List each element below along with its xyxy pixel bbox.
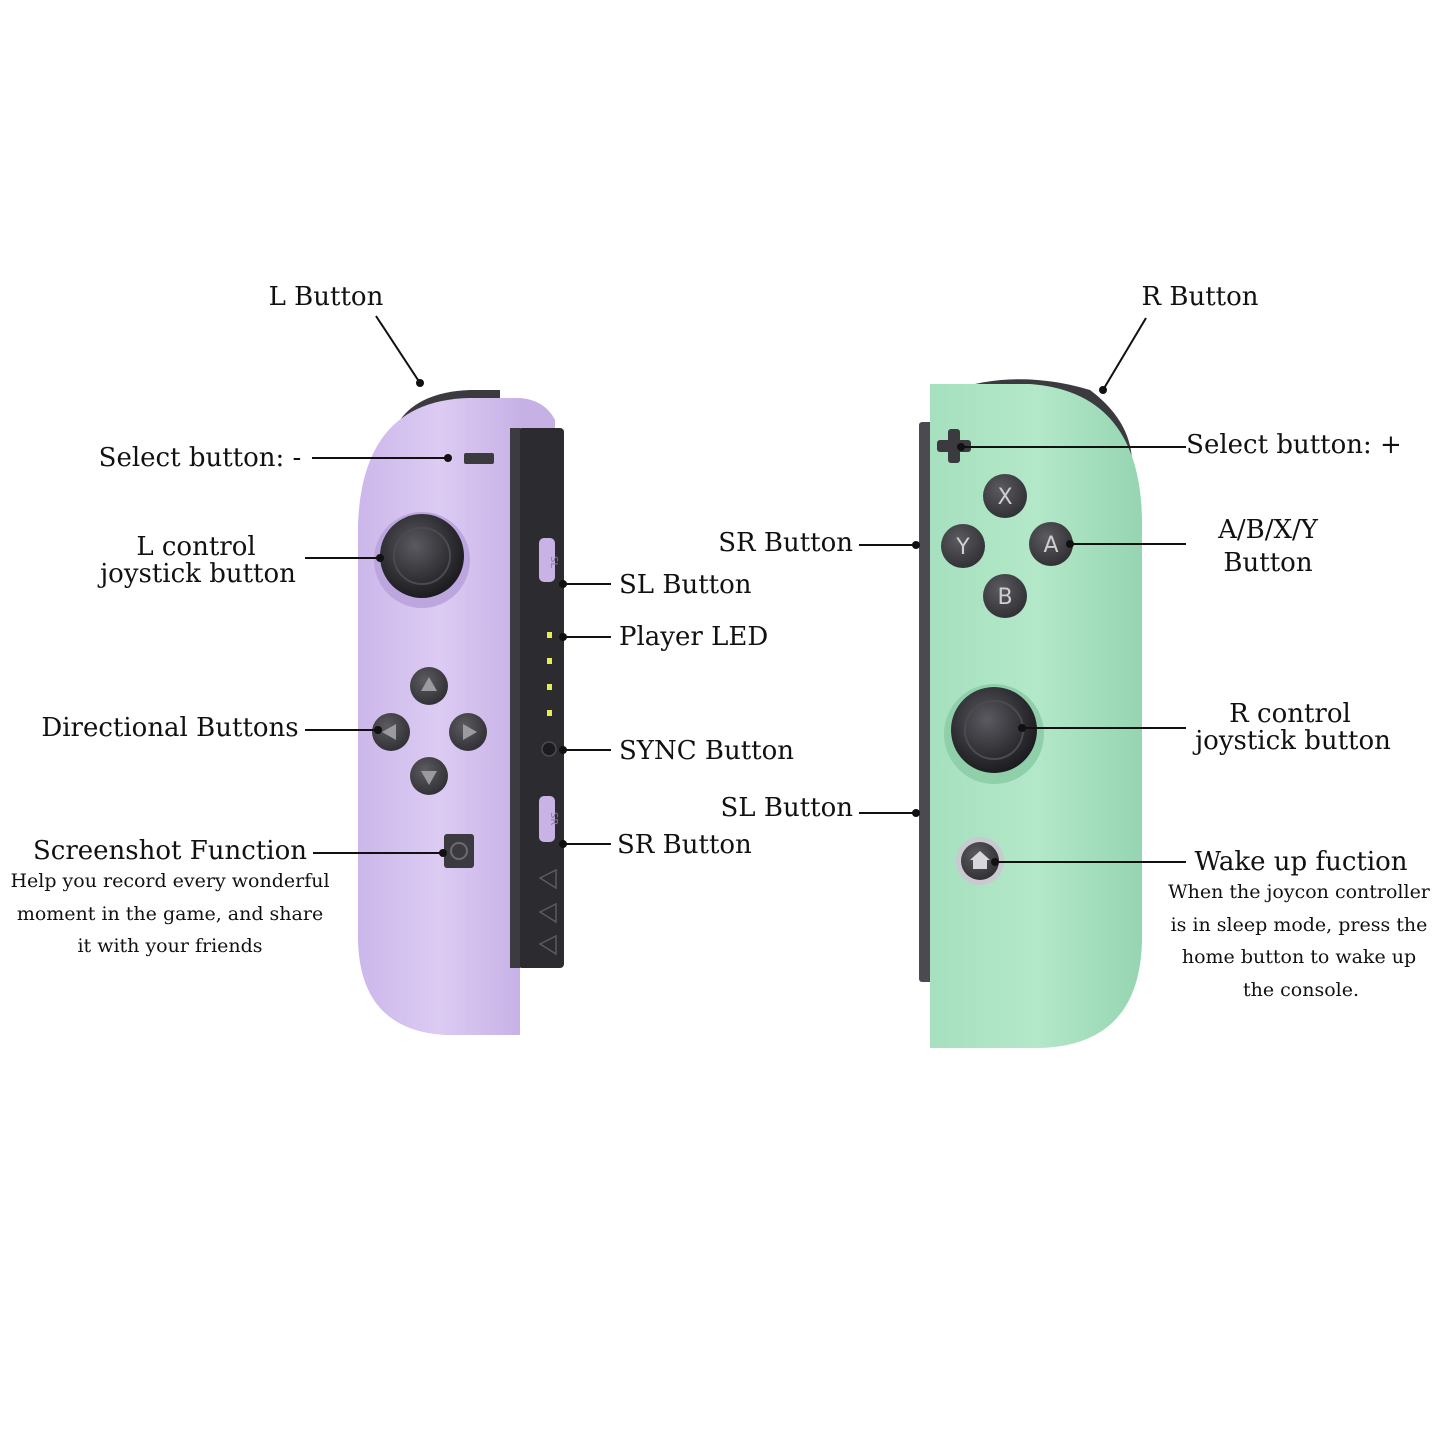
right-rail bbox=[919, 422, 933, 982]
wake-desc-line2: is in sleep mode, press the bbox=[1171, 914, 1428, 936]
left-rail-sr-text: SR bbox=[548, 812, 559, 825]
leader-lines bbox=[305, 315, 1186, 866]
y-button[interactable] bbox=[941, 524, 985, 568]
left-rail-sr-button[interactable] bbox=[539, 796, 555, 842]
x-button[interactable] bbox=[983, 474, 1027, 518]
b-button-label: B bbox=[997, 585, 1012, 610]
abxy-label-line1: A/B/X/Y bbox=[1217, 515, 1319, 545]
l-stick-label-line1: L control bbox=[136, 532, 255, 562]
minus-button[interactable] bbox=[464, 453, 494, 464]
l-button-label: L Button bbox=[269, 282, 384, 312]
r-stick-label-line2: joystick button bbox=[1192, 726, 1391, 756]
directional-label: Directional Buttons bbox=[41, 713, 298, 743]
player-led-indicators bbox=[547, 632, 552, 716]
left-joycon: SL SR bbox=[358, 390, 564, 1035]
right-sl-label: SL Button bbox=[721, 793, 854, 823]
up-arrow-icon bbox=[421, 677, 437, 691]
wake-desc-line4: the console. bbox=[1243, 979, 1359, 1001]
face-buttons: X Y A B bbox=[941, 474, 1073, 618]
screenshot-desc-line1: Help you record every wonderful bbox=[10, 870, 329, 892]
l-stick-label-line2: joystick button bbox=[97, 559, 296, 589]
wake-desc-line3: home button to wake up bbox=[1182, 946, 1416, 968]
rail-lock-grooves bbox=[538, 868, 557, 956]
right-shoulder-r-button[interactable] bbox=[975, 379, 1132, 470]
player-led-label: Player LED bbox=[619, 622, 768, 652]
wake-desc-line1: When the joycon controller bbox=[1168, 881, 1431, 903]
screenshot-desc-line2: moment in the game, and share bbox=[17, 903, 323, 925]
dpad bbox=[372, 667, 487, 795]
select-plus-label: Select button: + bbox=[1186, 430, 1402, 460]
down-arrow-icon bbox=[421, 771, 437, 785]
right-joycon: X Y A B bbox=[919, 379, 1142, 1048]
left-rail-sl-button[interactable] bbox=[539, 538, 555, 582]
left-joystick[interactable] bbox=[380, 514, 464, 598]
x-button-label: X bbox=[997, 485, 1012, 510]
sync-button[interactable] bbox=[541, 741, 557, 757]
right-arrow-icon bbox=[463, 724, 477, 740]
left-rail bbox=[518, 428, 564, 968]
right-labels: R Button Select button: + A/B/X/Y Button… bbox=[718, 282, 1431, 1001]
y-button-label: Y bbox=[955, 535, 970, 560]
right-sr-label: SR Button bbox=[718, 528, 853, 558]
sync-label: SYNC Button bbox=[619, 736, 794, 766]
abxy-label-line2: Button bbox=[1223, 548, 1312, 578]
screenshot-button[interactable] bbox=[444, 834, 474, 868]
screenshot-desc-line3: it with your friends bbox=[77, 935, 262, 957]
left-rail-sl-text: SL bbox=[548, 556, 559, 568]
left-arrow-icon bbox=[382, 724, 396, 740]
r-button-label: R Button bbox=[1142, 282, 1259, 312]
home-icon bbox=[970, 851, 990, 869]
left-sr-label: SR Button bbox=[617, 830, 752, 860]
left-sl-label: SL Button bbox=[619, 570, 752, 600]
b-button[interactable] bbox=[983, 574, 1027, 618]
screenshot-title: Screenshot Function bbox=[33, 836, 307, 866]
left-labels: L Button Select button: - L control joys… bbox=[10, 282, 794, 957]
right-joystick[interactable] bbox=[951, 687, 1037, 773]
a-button-label: A bbox=[1043, 533, 1058, 558]
select-minus-label: Select button: - bbox=[99, 443, 302, 473]
screenshot-icon bbox=[450, 842, 468, 860]
a-button[interactable] bbox=[1029, 522, 1073, 566]
wake-title: Wake up fuction bbox=[1194, 847, 1407, 877]
r-stick-label-line1: R control bbox=[1229, 699, 1351, 729]
